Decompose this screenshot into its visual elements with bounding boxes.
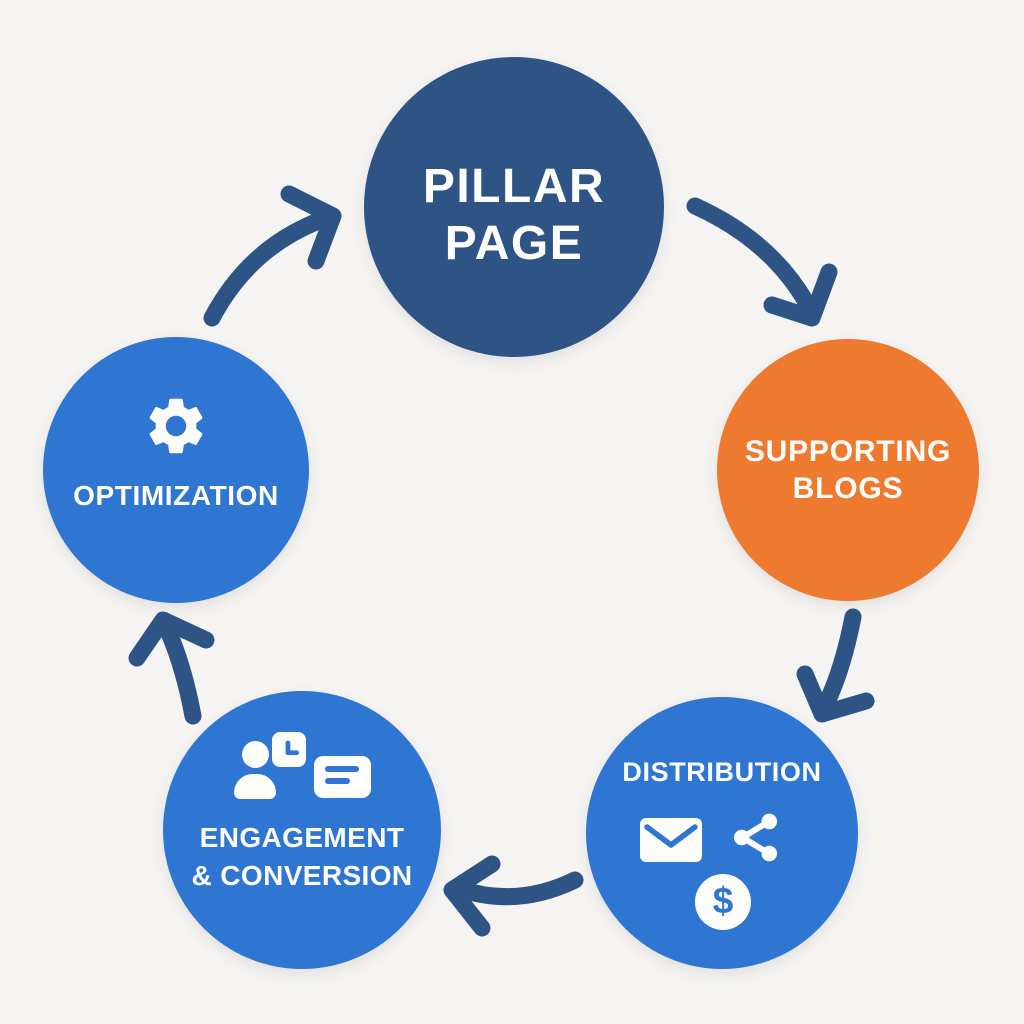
distribution-icon-cluster: $ xyxy=(640,810,782,932)
pillar-page-label-line1: PILLAR xyxy=(422,160,606,213)
node-distribution: DISTRIBUTION $ xyxy=(586,697,858,969)
engagement-conversion-label: ENGAGEMENT & CONVERSION xyxy=(163,819,441,895)
envelope-icon xyxy=(640,818,702,862)
chat-card-icon xyxy=(314,756,371,798)
pillar-page-label-line2: PAGE xyxy=(444,217,584,270)
node-supporting-blogs: SUPPORTING BLOGS xyxy=(717,339,979,601)
dollar-icon: $ xyxy=(695,874,751,930)
share-icon xyxy=(728,810,783,865)
optimization-label: OPTIMIZATION xyxy=(73,480,279,511)
clock-icon xyxy=(272,732,306,767)
supporting-blogs-label-line1: SUPPORTING xyxy=(744,435,952,468)
arrow-supporting-to-distribution xyxy=(796,608,875,723)
supporting-blogs-label-line2: BLOGS xyxy=(792,472,904,505)
arrow-pillar-to-supporting xyxy=(686,197,838,327)
chat-card-line1 xyxy=(325,766,359,772)
gear-icon xyxy=(142,392,210,460)
person-icon xyxy=(234,741,276,799)
distribution-label: DISTRIBUTION xyxy=(622,757,822,787)
dollar-symbol: $ xyxy=(712,880,734,921)
node-optimization: OPTIMIZATION xyxy=(43,337,309,603)
person-head xyxy=(241,741,269,768)
person-body xyxy=(234,774,276,799)
engagement-label-line2: & CONVERSION xyxy=(191,860,413,891)
chat-card-line2 xyxy=(325,778,350,784)
engagement-label-line1: ENGAGEMENT xyxy=(199,822,405,853)
node-pillar-page: PILLAR PAGE xyxy=(364,57,664,357)
arrow-engagement-to-optimization xyxy=(128,611,215,725)
arrow-optimization-to-pillar xyxy=(203,185,342,327)
node-engagement-conversion: ENGAGEMENT & CONVERSION xyxy=(163,691,441,969)
arrow-distribution-to-engagement xyxy=(443,855,584,937)
engagement-icon-cluster xyxy=(234,732,371,800)
